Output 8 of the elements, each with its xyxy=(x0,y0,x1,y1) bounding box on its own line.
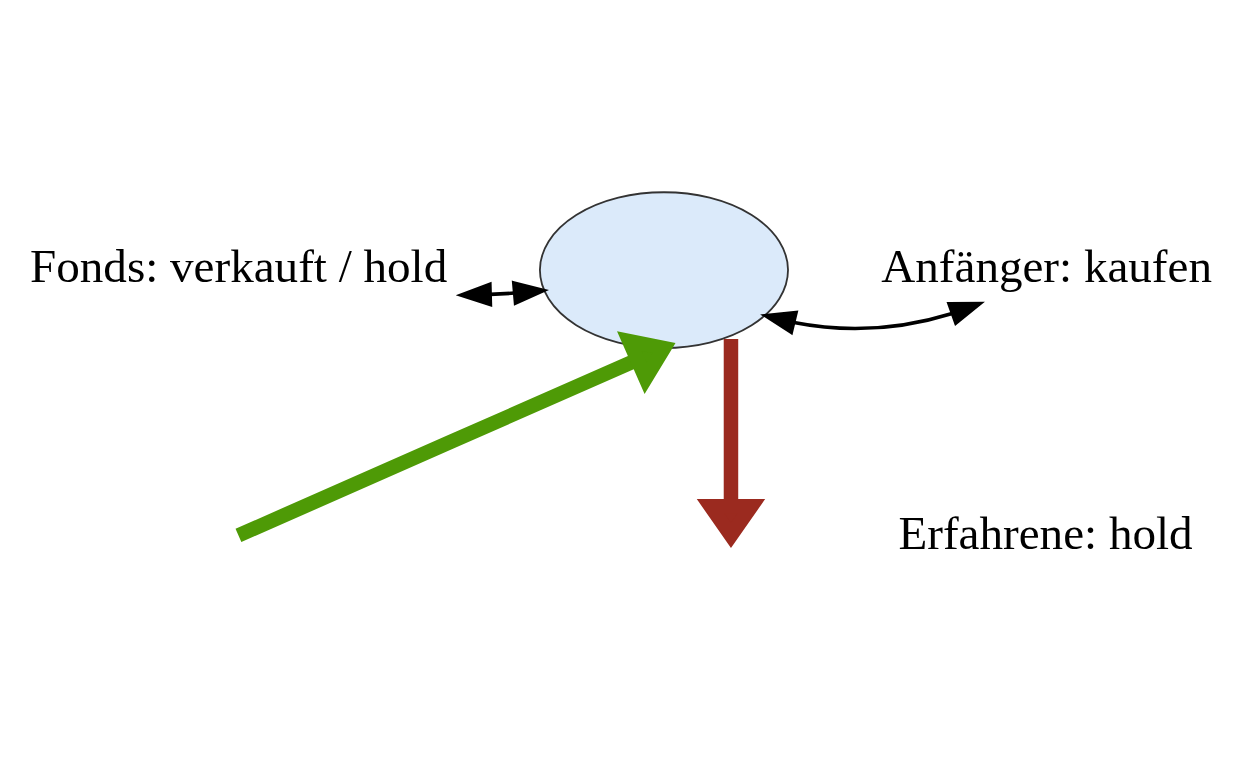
arrow xyxy=(455,280,549,308)
arrow xyxy=(235,331,676,543)
node-text: Fonds: verkauft / hold xyxy=(30,239,448,292)
arrow xyxy=(696,338,766,548)
node-text: Erfahrene: hold xyxy=(898,506,1193,559)
node-ellipse xyxy=(539,191,789,349)
arrow xyxy=(760,301,985,336)
node-text: Anfänger: kaufen xyxy=(881,239,1212,292)
